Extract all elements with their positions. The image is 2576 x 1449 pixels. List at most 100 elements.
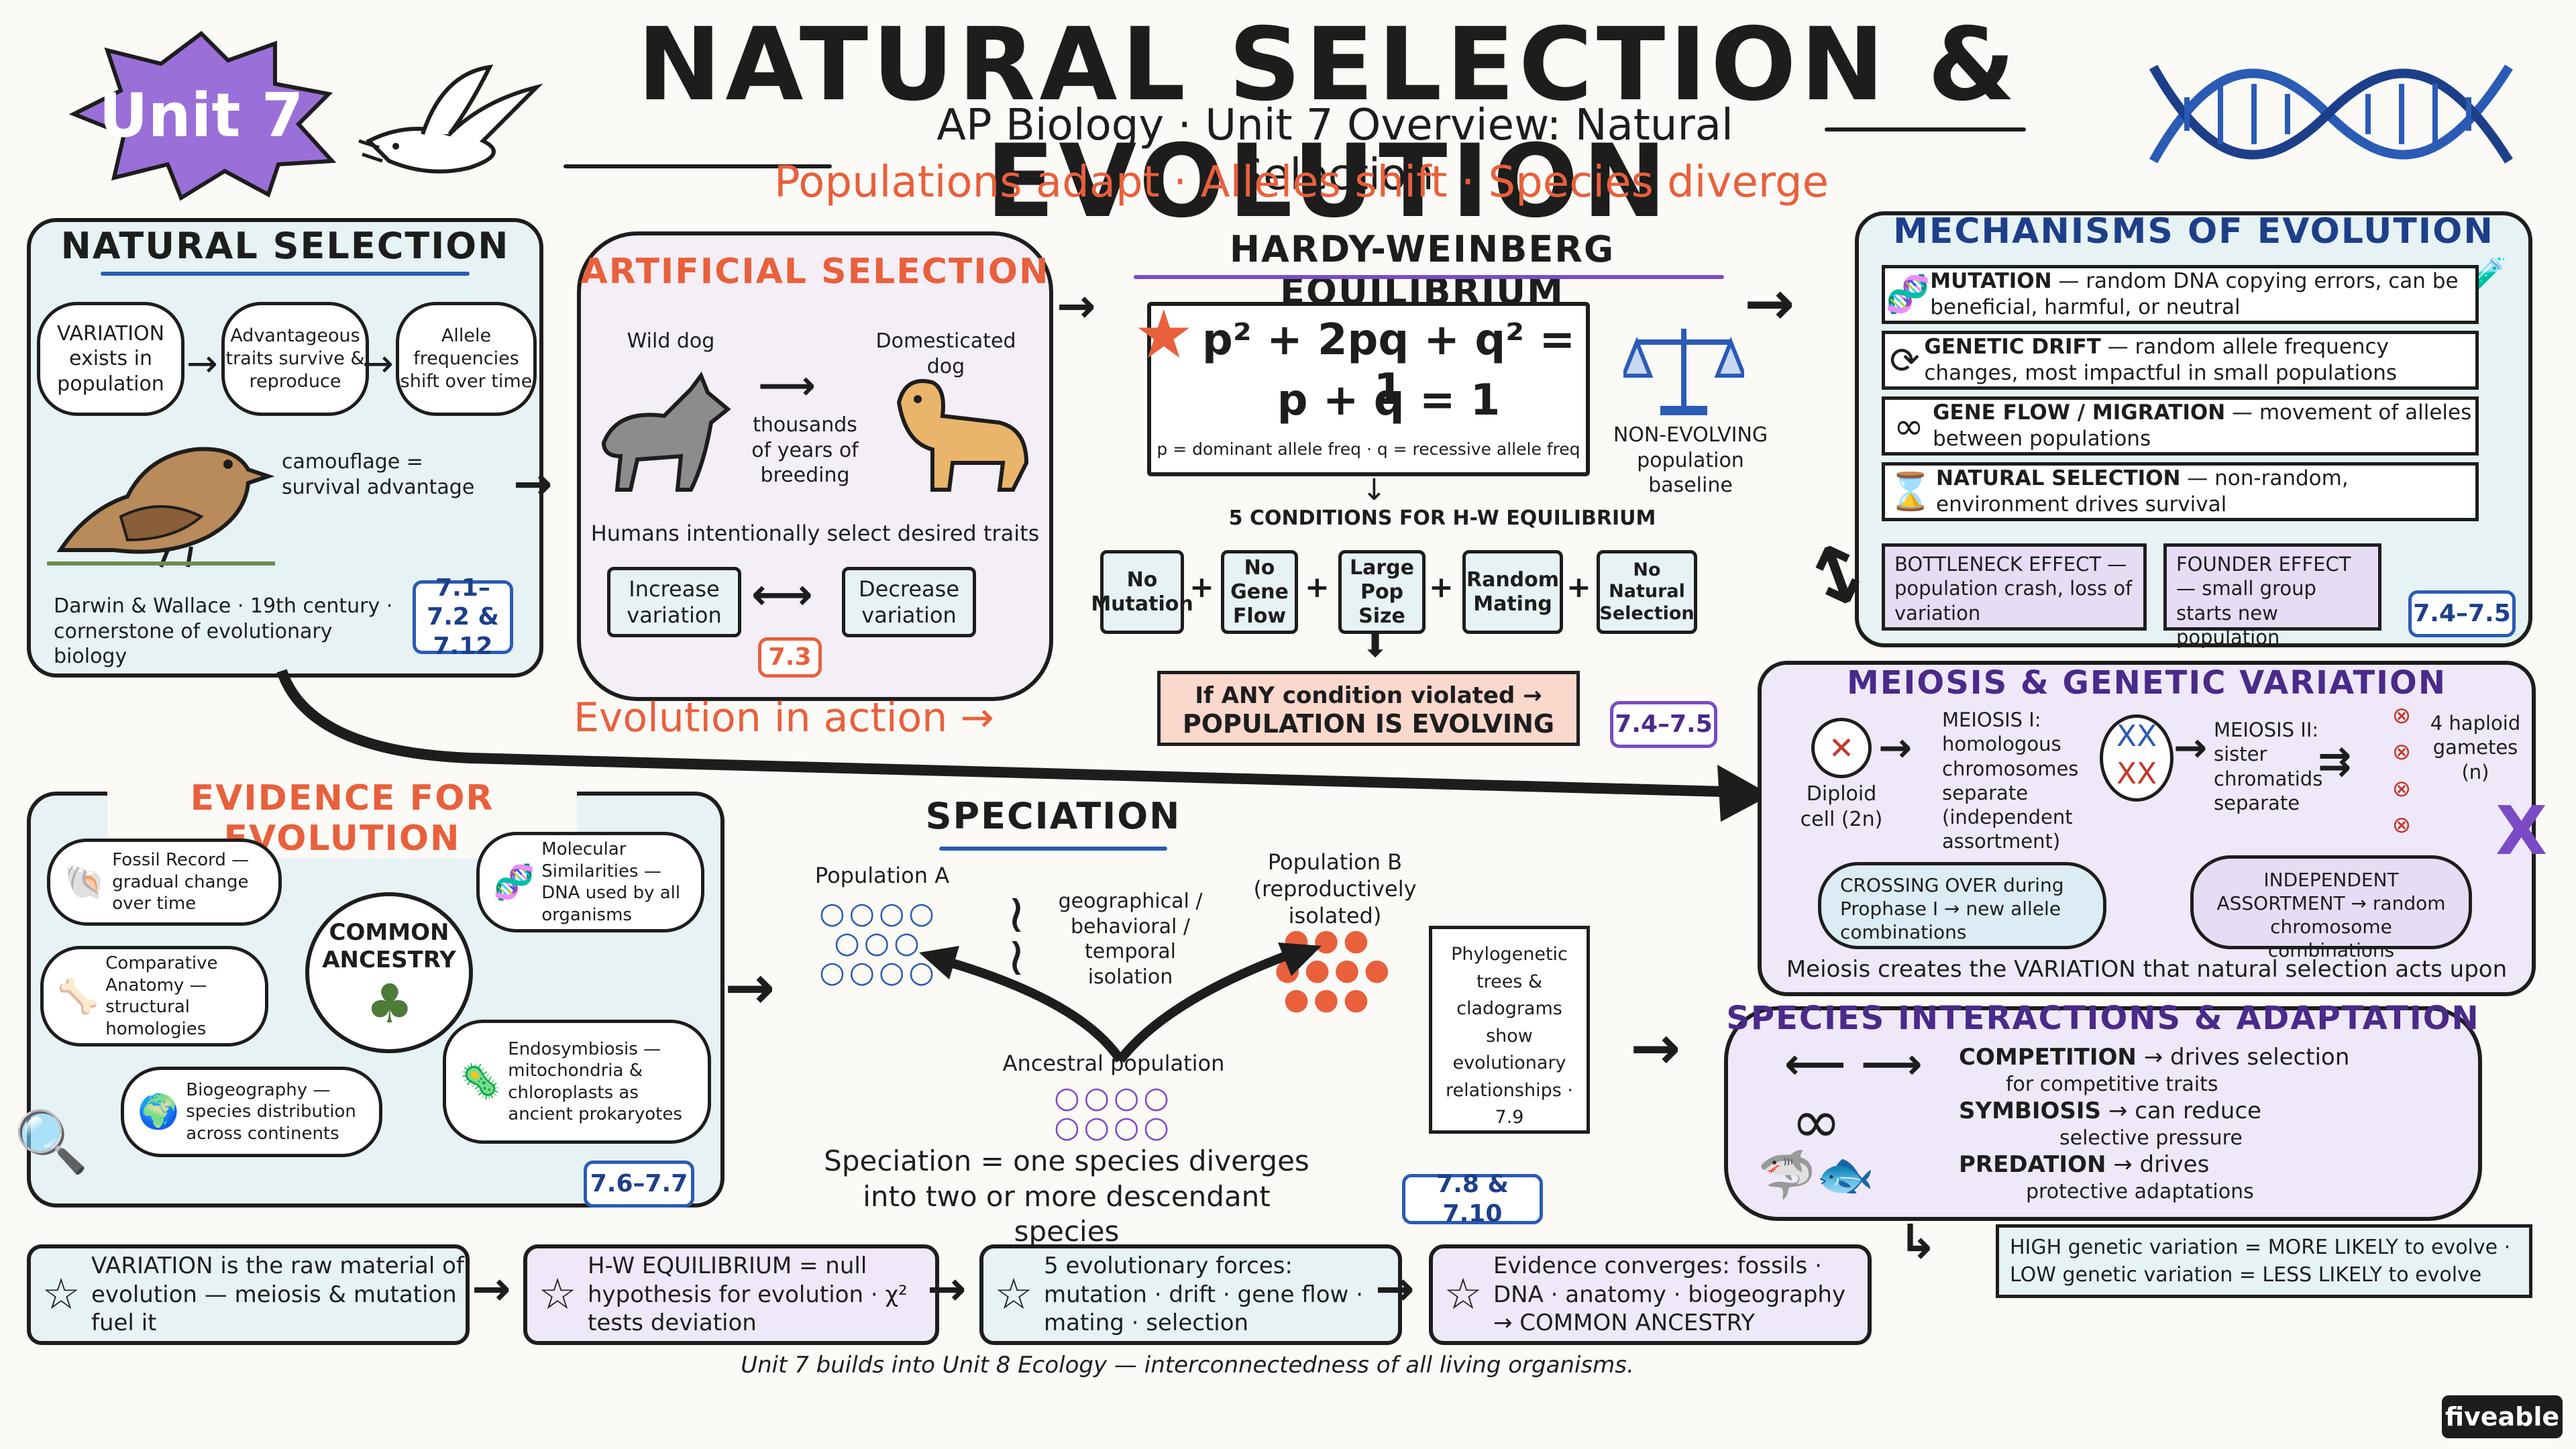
double-arrow-icon: ⟷ (751, 570, 813, 620)
hw-underline (1134, 275, 1724, 279)
arrow-right-icon: → (1630, 1013, 1681, 1083)
section-tag-7-4-hw: 7.4–7.5 (1610, 701, 1717, 748)
artificial-caption: Humans intentionally select desired trai… (590, 521, 1040, 546)
hw-violated-line2: POPULATION IS EVOLVING (1182, 709, 1555, 739)
section-tag-7-3: 7.3 (758, 637, 822, 678)
mech-row-selection: ⌛ NATURAL SELECTION — non-random, enviro… (1882, 462, 2479, 521)
speciation-title: SPECIATION (925, 795, 1181, 837)
predation-sub: protective adaptations (2026, 1179, 2254, 1203)
mech-row-mutation: 🧬 MUTATION — random DNA copying errors, … (1882, 265, 2479, 324)
population-b-label: Population B (reproductively isolated) (1253, 849, 1417, 928)
magnifier-icon: 🔍 (13, 1107, 89, 1177)
symbiosis-text: → can reduce (2101, 1097, 2261, 1124)
meiosis-2-label: MEIOSIS II: sister chromatids separate (2214, 718, 2323, 814)
variation-note-box: HIGH genetic variation = MORE LIKELY to … (1996, 1224, 2532, 1298)
title-underline-right (1825, 127, 2026, 131)
common-ancestry-node (305, 892, 473, 1053)
arrow-right-icon: → (1744, 268, 1795, 339)
predation-bold: PREDATION (1959, 1151, 2106, 1178)
arrow-right-icon: → (513, 456, 553, 511)
speciation-caption: Speciation = one species diverges into t… (824, 1144, 1309, 1248)
hw-legend: p = dominant allele freq · q = recessive… (1157, 439, 1580, 459)
star-outline-icon: ☆ (1444, 1270, 1483, 1320)
badge-burst-icon (68, 31, 337, 201)
variation-note-line1: HIGH genetic variation = MORE LIKELY to … (2010, 1236, 2511, 1259)
dna-icon (2147, 47, 2522, 184)
independent-assortment-text: INDEPENDENT ASSORTMENT → random chromoso… (2216, 869, 2446, 961)
mech-geneflow-text: — movement of alleles between population… (1933, 400, 2472, 451)
non-evolving-note: NON-EVOLVING population baseline (1613, 423, 1768, 497)
independent-assortment-bubble: INDEPENDENT ASSORTMENT → random chromoso… (2190, 855, 2472, 961)
symbiosis-bold: SYMBIOSIS (1959, 1097, 2102, 1124)
arrow-right-icon: → (724, 953, 775, 1023)
interactions-title: SPECIES INTERACTIONS & ADAPTATION (1726, 1000, 2480, 1037)
arrow-down-icon: ⬇ (1362, 627, 1389, 665)
crossing-over-text: CROSSING OVER during Prophase I → new al… (1840, 874, 2064, 943)
tree-icon: ♣ (366, 973, 414, 1035)
condition-no-mutation: No Mutation (1091, 550, 1193, 634)
natural-selection-title: NATURAL SELECTION (60, 225, 510, 267)
evidence-biogeography-text: Biogeography — species distribution acro… (186, 1079, 356, 1144)
ns-step-survive: Advantageous traits survive & reproduce (221, 302, 369, 416)
meiosis-footer: Meiosis creates the VARIATION that natur… (1786, 956, 2508, 983)
condition-large-pop: Large Pop Size (1338, 550, 1426, 634)
page-tagline: Populations adapt · Alleles shift · Spec… (773, 158, 1829, 207)
globe-icon: 🌍 (138, 1092, 180, 1132)
isolation-barrier-label: geographical / behavioral / temporal iso… (1058, 890, 1203, 989)
arrow-right-icon: → (186, 342, 218, 386)
crossing-over-bubble: CROSSING OVER during Prophase I → new al… (1818, 862, 2106, 949)
mech-mutation-bold: MUTATION (1930, 269, 2052, 294)
plus-icon: + (1566, 570, 1591, 604)
competition-bold: COMPETITION (1959, 1044, 2137, 1071)
golden-dog-icon (879, 362, 1040, 499)
unit-badge: Unit 7 (60, 27, 342, 201)
long-curved-arrow (276, 669, 1771, 822)
bird-icon (349, 60, 550, 191)
arrow-right-icon: ⇉ (2318, 738, 2352, 785)
phylogenetic-note-card: Phylogenetic trees & cladograms show evo… (1429, 926, 1590, 1134)
diverging-arrows (919, 943, 1322, 1063)
plus-icon: + (1305, 570, 1330, 604)
interaction-symbiosis: SYMBIOSIS → can reduce selective pressur… (1959, 1097, 2261, 1150)
hw-violated-box: If ANY condition violated → POPULATION I… (1157, 671, 1580, 746)
ancestral-dots: ○○○○○○○○ (1054, 1081, 1173, 1144)
artificial-selection-title: ARTIFICIAL SELECTION (580, 252, 1050, 292)
decrease-variation-box: Decrease variation (842, 567, 976, 637)
population-a-dots: ○○○○○○○○○○○ (819, 896, 938, 989)
summary-box-4: ☆ Evidence converges: fossils · DNA · an… (1429, 1244, 1872, 1345)
mech-drift-text: — random allele frequency changes, most … (1924, 335, 2398, 385)
founder-box: FOUNDER EFFECT — small group starts new … (2163, 543, 2381, 649)
arrow-right-icon: → (1375, 1261, 1415, 1316)
interactions-panel (1724, 1006, 2482, 1221)
diploid-cell-icon: ✕ (1811, 718, 1872, 778)
hourglass-icon: ⌛ (1888, 470, 1933, 513)
mechanisms-title: MECHANISMS OF EVOLUTION (1893, 211, 2494, 252)
natural-selection-underline (101, 272, 470, 276)
dna-small-icon: 🧬 (493, 862, 535, 902)
summary-3-text: 5 evolutionary forces: mutation · drift … (1044, 1252, 1363, 1337)
phylogenetic-note: Phylogenetic trees & cladograms show evo… (1446, 944, 1573, 1128)
mech-drift-bold: GENETIC DRIFT (1924, 335, 2101, 360)
meiosis-1-label: MEIOSIS I: homologous chromosomes separa… (1942, 708, 2079, 853)
mech-mutation-text: — random DNA copying errors, can be bene… (1930, 269, 2459, 319)
plus-icon: + (1429, 570, 1454, 604)
squiggle-barrier-icon: ≀≀ (1006, 882, 1026, 987)
natural-selection-panel (27, 218, 543, 678)
hardy-weinberg-title: HARDY-WEINBERG EQUILIBRIUM (1229, 228, 1615, 313)
interaction-competition: COMPETITION → drives selection for compe… (1959, 1043, 2349, 1097)
evidence-anatomy: 🦴Comparative Anatomy — structural homolo… (40, 946, 268, 1046)
linked-rings-icon: ∞ (1894, 405, 1925, 447)
star-outline-icon: ☆ (42, 1270, 80, 1320)
arrow-right-icon: → (2174, 724, 2208, 771)
speciation-underline (939, 847, 1167, 851)
section-tag-7-8: 7.8 & 7.10 (1402, 1171, 1543, 1228)
bone-icon: 🦴 (57, 976, 99, 1016)
domesticated-dog-label: Domesticated dog (875, 329, 1016, 378)
gamete-cells-icon: ⊗⊗⊗⊗ (2392, 702, 2412, 839)
arrow-right-icon: → (1878, 724, 1913, 771)
page-subtitle: AP Biology · Unit 7 Overview: Natural Se… (936, 101, 1733, 200)
wolf-icon (590, 362, 738, 499)
condition-no-gene-flow: No Gene Flow (1221, 550, 1298, 634)
evidence-biogeography: 🌍Biogeography — species distribution acr… (121, 1067, 382, 1157)
